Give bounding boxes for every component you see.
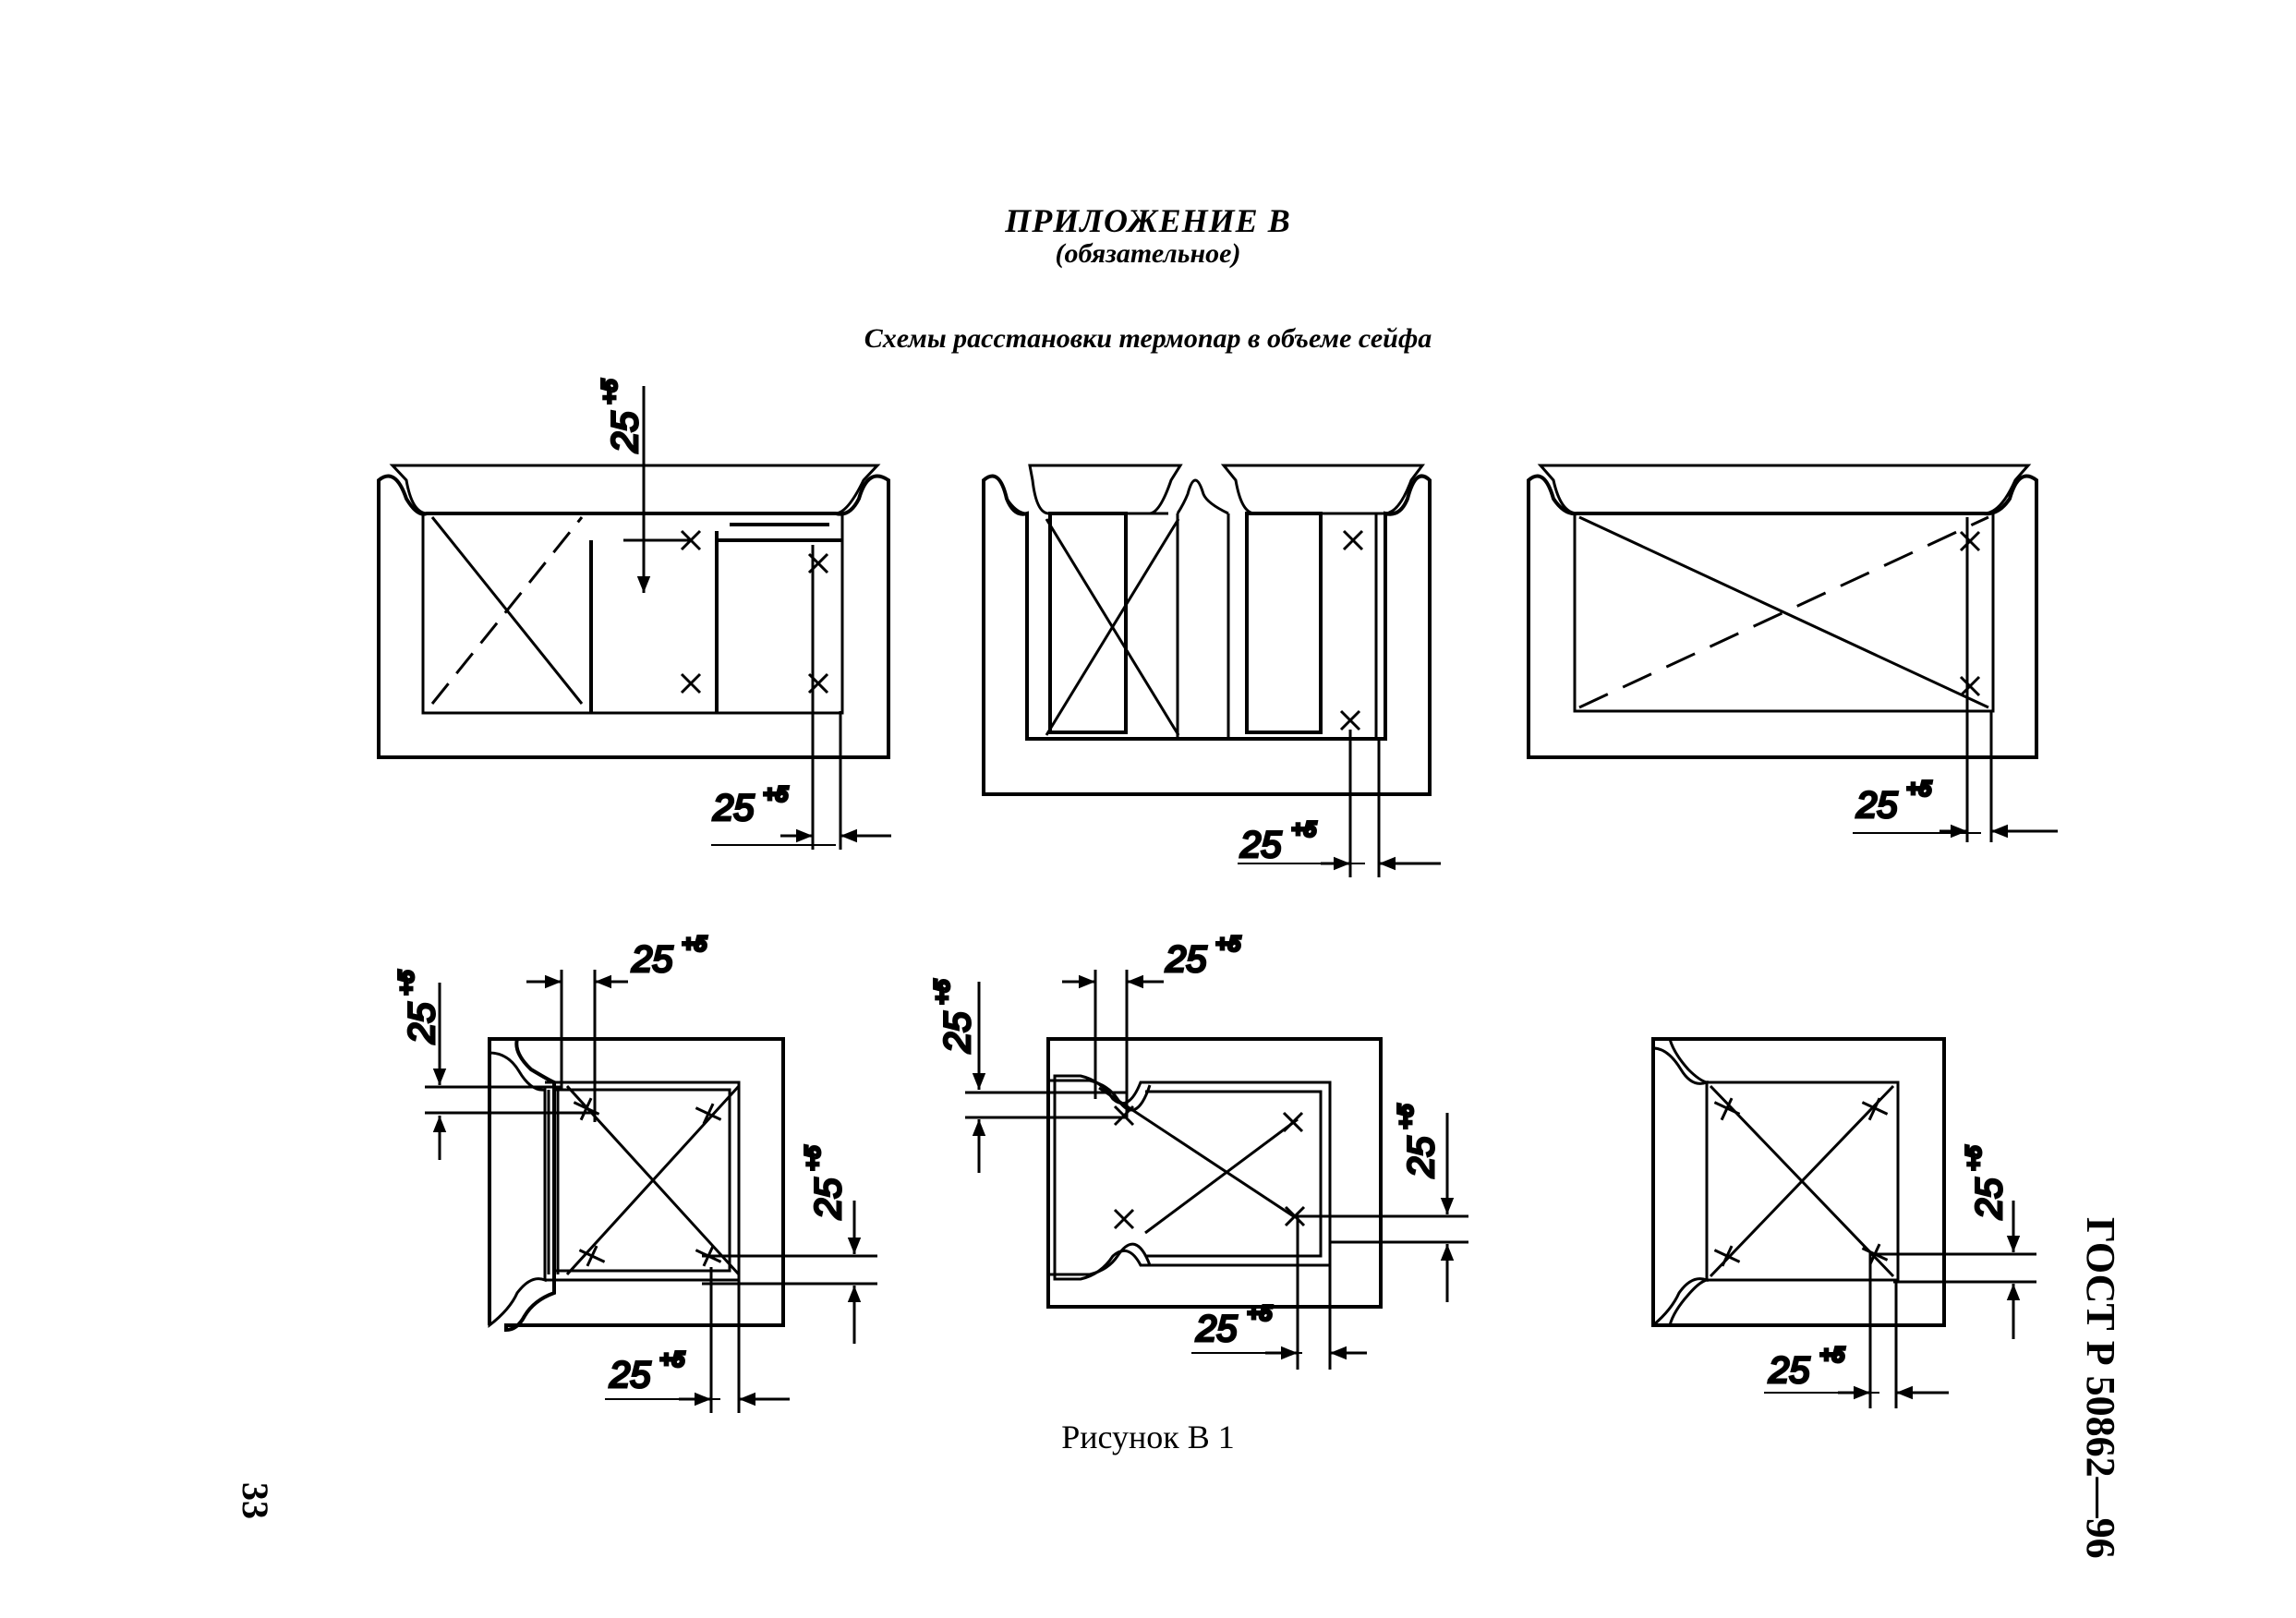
top-middle-safe-scheme [982,464,1441,877]
dim-label-br-bottom: 25 +5 [1767,1342,1847,1393]
dim-label-bm-bottom: 25 +5 [1194,1300,1275,1351]
dim-tolerance: +5 [659,1347,685,1372]
dim-tolerance: +5 [763,782,789,807]
dim-label-top-left-vertical: 25 +5 [597,377,647,454]
dim-value: 25 [1855,785,1898,826]
bottom-left-safe-scheme [425,970,877,1413]
appendix-status: (обязательное) [1055,238,1241,269]
dim-value: 25 [937,1011,978,1054]
dim-value: 25 [402,1002,442,1044]
bottom-middle-safe-scheme [965,970,1468,1370]
dim-label-top-left-horizontal: 25 +5 [711,781,791,830]
figure-caption: Рисунок В 1 [1061,1419,1235,1455]
dim-tolerance: +5 [1215,932,1241,957]
dim-value: 25 [808,1177,849,1220]
dim-tolerance: +5 [801,1145,826,1171]
dim-label-bl-top: 25 +5 [630,931,709,982]
dim-value: 25 [1165,939,1207,980]
dim-tolerance: +5 [1394,1104,1419,1129]
dim-label-bm-left: 25 +5 [929,977,980,1055]
dim-tolerance: +5 [1291,817,1317,842]
scheme-subtitle: Схемы расстановки термопар в объеме сейф… [864,323,1432,354]
dim-value: 25 [605,411,646,453]
top-left-safe-scheme [377,386,891,850]
dim-tolerance: +5 [598,379,622,404]
dim-label-bl-bottom: 25 +5 [608,1346,687,1397]
dim-value: 25 [1239,825,1282,865]
page-number: 33 [235,1482,276,1519]
dim-label-bm-right: 25 +5 [1393,1102,1444,1179]
dim-value: 25 [1195,1309,1238,1349]
appendix-title: ПРИЛОЖЕНИЕ В [1005,202,1291,239]
dim-tolerance: +5 [930,979,955,1005]
dim-label-bm-top: 25 +5 [1164,931,1243,982]
dim-value: 25 [1401,1136,1442,1178]
dim-label-top-middle-horizontal: 25 +5 [1239,816,1319,867]
dim-tolerance: +5 [1819,1343,1845,1368]
dim-tolerance: +5 [682,932,707,957]
dim-tolerance: +5 [1247,1301,1273,1326]
document-code: ГОСТ Р 50862—96 [2078,1217,2123,1559]
dim-tolerance: +5 [394,970,419,996]
dim-label-top-right-horizontal: 25 +5 [1855,776,1934,827]
dim-value: 25 [1768,1350,1810,1391]
dim-value: 25 [609,1355,651,1395]
dim-label-br-right: 25 +5 [1961,1143,2012,1221]
dim-tolerance: +5 [1906,777,1932,802]
bottom-right-safe-scheme [1651,1037,2036,1408]
top-right-safe-scheme [1527,464,2058,842]
dim-label-bl-left: 25 +5 [393,968,444,1045]
dim-value: 25 [712,788,755,828]
dim-value: 25 [631,939,673,980]
dim-label-bl-right: 25 +5 [800,1143,851,1221]
dim-tolerance: +5 [1962,1145,1987,1171]
dim-value: 25 [1969,1177,2010,1220]
